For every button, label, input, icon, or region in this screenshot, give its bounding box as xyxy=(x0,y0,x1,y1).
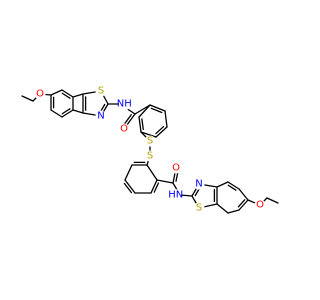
single-bond xyxy=(164,110,168,128)
atom-nh-bottom: N H xyxy=(168,189,183,201)
single-bond xyxy=(72,109,84,114)
single-bond xyxy=(266,197,279,204)
atom-label-n-amide-top: N xyxy=(117,99,124,110)
double-bond xyxy=(227,181,240,190)
double-bond-inner-line xyxy=(155,125,165,135)
double-bond xyxy=(124,179,136,194)
atom-label-o-carbonyl-top: O xyxy=(120,124,128,135)
molecule-structure-diagram: O S N N H O S S O xyxy=(21,85,279,214)
single-bond xyxy=(50,89,63,96)
double-bond xyxy=(238,199,249,211)
atom-label-h-amide-top: H xyxy=(124,99,132,110)
atom-n-ring-bottom: N xyxy=(193,178,205,190)
atom-n-ring-top: N xyxy=(95,110,107,122)
single-bond xyxy=(50,109,63,118)
single-bond xyxy=(238,188,249,201)
single-bond xyxy=(21,95,34,102)
atom-label-o-ethoxy-top: O xyxy=(36,89,44,100)
atom-s-thiazole-bottom: S xyxy=(193,202,205,214)
molecule-canvas: O S N N H O S S O xyxy=(21,85,279,214)
single-bond xyxy=(146,164,158,181)
atom-s-thiazole-top: S xyxy=(95,85,107,97)
atom-label-s-thiazole-bottom: S xyxy=(196,203,202,214)
double-bond xyxy=(61,109,74,118)
single-bond xyxy=(72,93,84,98)
double-bond xyxy=(61,89,74,98)
atom-label-o-ethoxy-bottom: O xyxy=(256,200,264,211)
double-bond-inner-line xyxy=(150,107,163,114)
double-bond-inner-line xyxy=(227,184,237,191)
single-bond xyxy=(124,164,133,181)
single-bond xyxy=(134,104,151,115)
atom-label-s-disulfide-1: S xyxy=(147,136,153,147)
single-bond xyxy=(216,203,229,214)
atom-label-s-thiazole-top: S xyxy=(98,86,104,97)
single-bond xyxy=(140,131,157,138)
atom-o-ethoxy-bottom: O xyxy=(254,199,266,211)
double-bond xyxy=(149,104,166,112)
single-bond xyxy=(179,194,193,197)
single-bond xyxy=(216,181,229,188)
atom-s-disulfide-2: S xyxy=(144,150,156,162)
atom-s-disulfide-1: S xyxy=(144,135,156,147)
atom-label-n-ring-top: N xyxy=(97,111,104,122)
double-bond-inner-line xyxy=(123,182,133,194)
double-bond-inner-line xyxy=(141,118,144,131)
atom-label-layer: O S N N H O S S O xyxy=(34,85,266,214)
atom-label-o-carbonyl-bottom: O xyxy=(172,163,180,174)
atom-label-n-amide-bottom: N xyxy=(176,190,183,201)
double-bond xyxy=(155,126,168,138)
atom-label-h-amide-bottom: H xyxy=(168,190,176,201)
single-bond xyxy=(156,179,174,184)
double-bond-inner-line xyxy=(237,199,246,208)
double-bond-inner-line xyxy=(61,108,71,115)
double-bond-inner-line xyxy=(153,182,160,193)
atom-o-carbonyl-bottom: O xyxy=(170,162,182,174)
single-bond xyxy=(227,209,240,214)
double-bond xyxy=(150,179,158,194)
double-bond-inner-line xyxy=(61,92,71,99)
double-bond xyxy=(138,116,142,133)
double-bond-inner-line xyxy=(122,114,132,126)
atom-o-ethoxy-top: O xyxy=(34,88,46,100)
bond-layer xyxy=(21,89,279,214)
atom-label-n-ring-bottom: N xyxy=(195,179,202,190)
atom-o-carbonyl-top: O xyxy=(118,123,130,135)
single-bond xyxy=(138,104,151,118)
atom-label-s-disulfide-2: S xyxy=(147,151,153,162)
atom-nh-top: N H xyxy=(117,98,132,110)
